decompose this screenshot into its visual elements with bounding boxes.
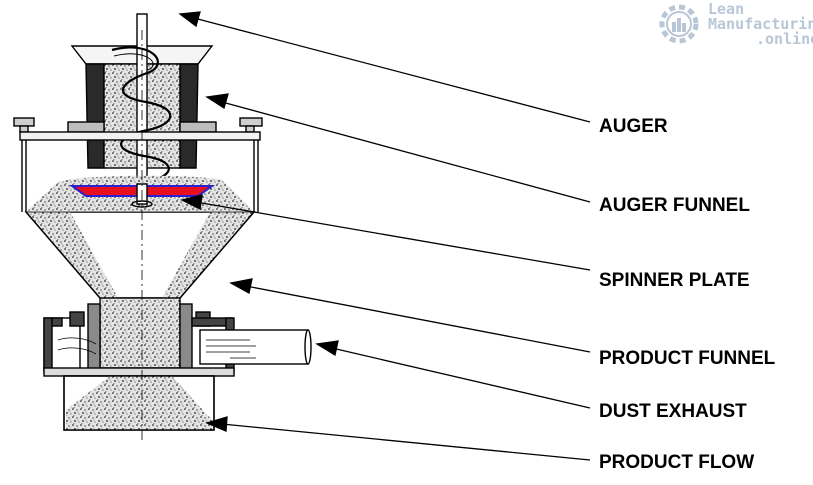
arrowhead-spinner-plate — [180, 194, 203, 210]
arrowhead-auger — [178, 11, 201, 28]
product-funnel — [43, 297, 235, 377]
label-auger-funnel: AUGER FUNNEL — [599, 195, 750, 216]
label-spinner-plate: SPINNER PLATE — [599, 270, 750, 291]
callout-arrows — [178, 11, 591, 461]
label-product-flow: PRODUCT FLOW — [599, 452, 755, 473]
filler-machine — [13, 13, 312, 440]
arrowhead-auger-funnel — [205, 93, 229, 110]
product-cone — [24, 175, 256, 299]
logo-text-line3: .online — [756, 30, 813, 48]
gear-icon — [659, 4, 699, 44]
arrowhead-product-funnel — [229, 278, 253, 294]
hopper-lid — [13, 117, 263, 212]
logo-text-line2: Manufacturing — [708, 15, 813, 33]
arrowhead-product-flow — [205, 416, 228, 432]
label-dust-exhaust: DUST EXHAUST — [599, 401, 747, 422]
logo-text-line1: Lean — [708, 0, 745, 18]
label-auger: AUGER — [599, 116, 668, 137]
label-product-funnel: PRODUCT FUNNEL — [599, 348, 776, 369]
lean-manufacturing-logo — [659, 4, 699, 44]
product-flow — [63, 375, 215, 431]
arrowhead-dust-exhaust — [315, 340, 339, 357]
dust-exhaust — [57, 329, 312, 365]
